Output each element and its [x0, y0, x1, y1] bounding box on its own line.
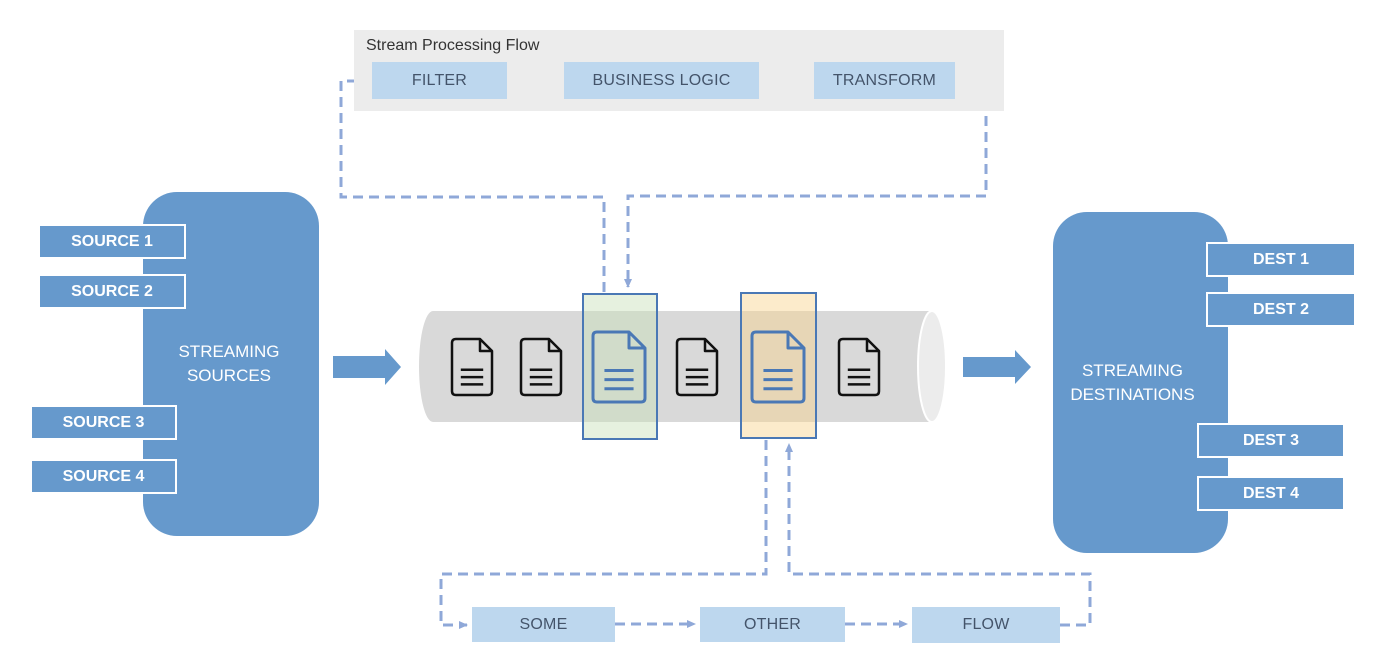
sources-hub-label-line1: STREAMING: [178, 342, 280, 361]
source-4[interactable]: SOURCE 4: [30, 459, 177, 494]
stream-processing-flow-title: Stream Processing Flow: [366, 37, 540, 54]
sources-hub-label-line2: SOURCES: [186, 366, 272, 385]
source-3[interactable]: SOURCE 3: [30, 405, 177, 440]
dest-2[interactable]: DEST 2: [1206, 292, 1356, 327]
step-flow[interactable]: FLOW: [912, 607, 1060, 643]
dest-3[interactable]: DEST 3: [1197, 423, 1345, 458]
dest-1[interactable]: DEST 1: [1206, 242, 1356, 277]
connector-flow-to-pipe: [785, 443, 1092, 627]
connector-pipe-to-filter: [339, 77, 606, 292]
connector-transform-to-pipe: [624, 80, 988, 288]
step-other[interactable]: OTHER: [700, 607, 845, 642]
step-business-logic[interactable]: BUSINESS LOGIC: [564, 62, 759, 99]
connector-pipe-to-some: [439, 440, 768, 629]
destinations-hub-label-line1: STREAMING: [1081, 360, 1184, 380]
step-filter[interactable]: FILTER: [372, 62, 507, 99]
highlight-processing-record[interactable]: [582, 293, 658, 440]
source-1[interactable]: SOURCE 1: [38, 224, 186, 259]
step-some[interactable]: SOME: [472, 607, 615, 642]
source-2[interactable]: SOURCE 2: [38, 274, 186, 309]
dest-4[interactable]: DEST 4: [1197, 476, 1345, 511]
step-transform[interactable]: TRANSFORM: [814, 62, 955, 99]
highlight-other-record[interactable]: [740, 292, 817, 439]
destinations-hub-label-line2: DESTINATIONS: [1070, 384, 1195, 404]
